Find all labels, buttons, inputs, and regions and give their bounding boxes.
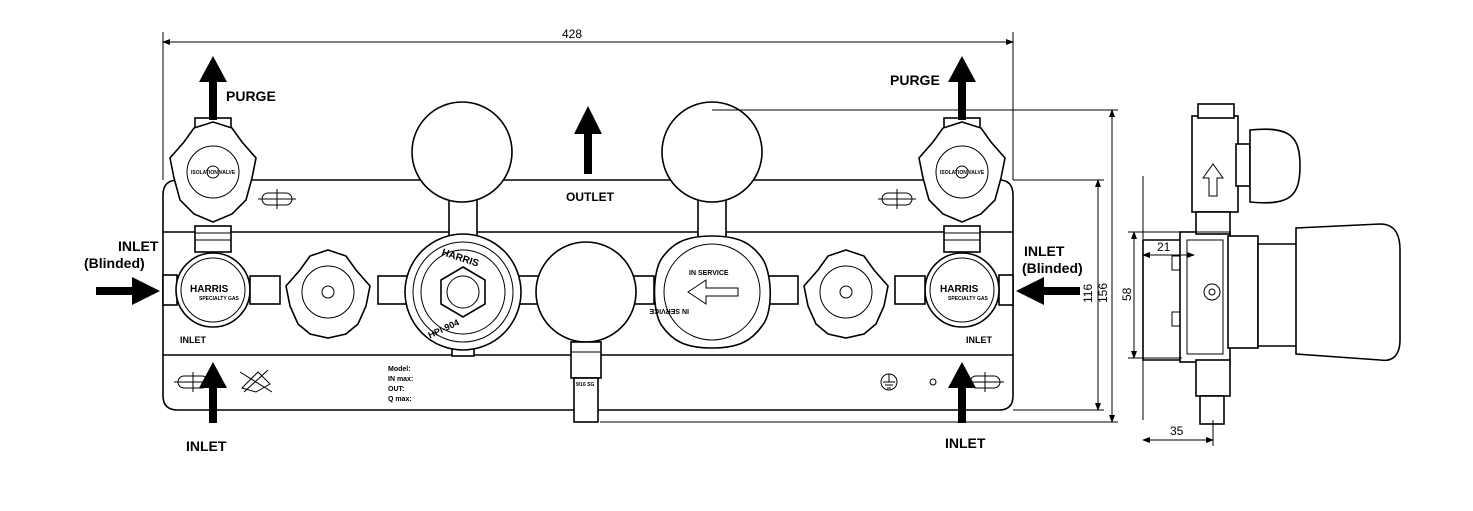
inlet-blinded-left-line2: (Blinded) <box>84 255 145 271</box>
outlet-arrow: OUTLET <box>566 106 615 204</box>
svg-text:ISOLATION VALVE: ISOLATION VALVE <box>940 170 985 176</box>
inlet-blinded-left-line1: INLET <box>118 238 159 254</box>
purge-label-left: PURGE <box>226 88 276 104</box>
nameplate: Model: IN max: OUT: Q max: <box>388 366 413 403</box>
inlet-blinded-right-line1: INLET <box>1024 243 1065 259</box>
side-view: 21 58 35 <box>1120 103 1401 446</box>
outlet-fitting-label: 9/16 SG <box>576 382 594 388</box>
dimension-35-label: 35 <box>1170 424 1184 438</box>
purge-arrow-left: PURGE <box>199 56 276 120</box>
pipe-fittings <box>249 275 926 305</box>
purge-valve-right: ISOLATION VALVE <box>918 117 1006 253</box>
purge-arrow-right: PURGE <box>890 56 976 120</box>
dimension-156-label: 156 <box>1096 283 1110 303</box>
inlet-plate-label-left: INLET <box>180 335 207 345</box>
inlet-blinded-right-line2: (Blinded) <box>1022 260 1083 276</box>
changeover-valve: IN SERVICE IN SERVICE <box>649 235 772 349</box>
inlet-cylinder-connector-left: HARRIS SPECIALTY GAS INLET <box>162 252 251 345</box>
outlet-label: OUTLET <box>566 190 615 204</box>
purge-valve-left: ISOLATION VALVE <box>169 117 257 253</box>
dimension-heights: 116 156 <box>600 109 1118 423</box>
harris-label-left: HARRIS <box>190 284 229 295</box>
regulator: HARRIS HPI-904 <box>404 233 522 357</box>
outlet-gauge: 9/16 SG <box>535 241 637 423</box>
harris-label-right: HARRIS <box>940 284 979 295</box>
nameplate-q-max: Q max: <box>388 396 412 403</box>
in-service-label-flipped: IN SERVICE <box>649 307 689 314</box>
dimension-21-label: 21 <box>1157 240 1171 254</box>
inlet-arrow-bottom-left: INLET <box>186 362 227 454</box>
specialty-gas-label-right: SPECIALTY GAS <box>948 296 988 302</box>
inlet-plate-label-right: INLET <box>966 335 993 345</box>
gauge-left <box>411 101 513 241</box>
nameplate-model: Model: <box>388 366 411 373</box>
dimension-58-label: 58 <box>1120 287 1134 301</box>
in-service-label: IN SERVICE <box>689 270 729 277</box>
handwheel-valve-left <box>285 249 371 339</box>
inlet-arrow-bottom-right: INLET <box>945 362 986 451</box>
inlet-cylinder-connector-right: HARRIS SPECIALTY GAS INLET <box>924 252 1014 345</box>
purge-label-right: PURGE <box>890 72 940 88</box>
dimension-width: 428 <box>162 27 1014 180</box>
inlet-bottom-right-label: INLET <box>945 435 986 451</box>
inlet-arrow-left: INLET (Blinded) <box>84 238 160 305</box>
dimension-428-label: 428 <box>562 27 582 41</box>
nameplate-out: OUT: <box>388 386 404 393</box>
svg-text:ISOLATION VALVE: ISOLATION VALVE <box>191 170 236 176</box>
inlet-arrow-right: INLET (Blinded) <box>1016 243 1083 305</box>
mounting-plate <box>162 179 1014 411</box>
specialty-gas-label-left: SPECIALTY GAS <box>199 296 239 302</box>
handwheel-valve-right <box>803 249 889 339</box>
dimension-116-label: 116 <box>1081 284 1095 303</box>
inlet-bottom-left-label: INLET <box>186 438 227 454</box>
nameplate-in-max: IN max: <box>388 376 413 383</box>
gauge-right <box>661 101 763 241</box>
